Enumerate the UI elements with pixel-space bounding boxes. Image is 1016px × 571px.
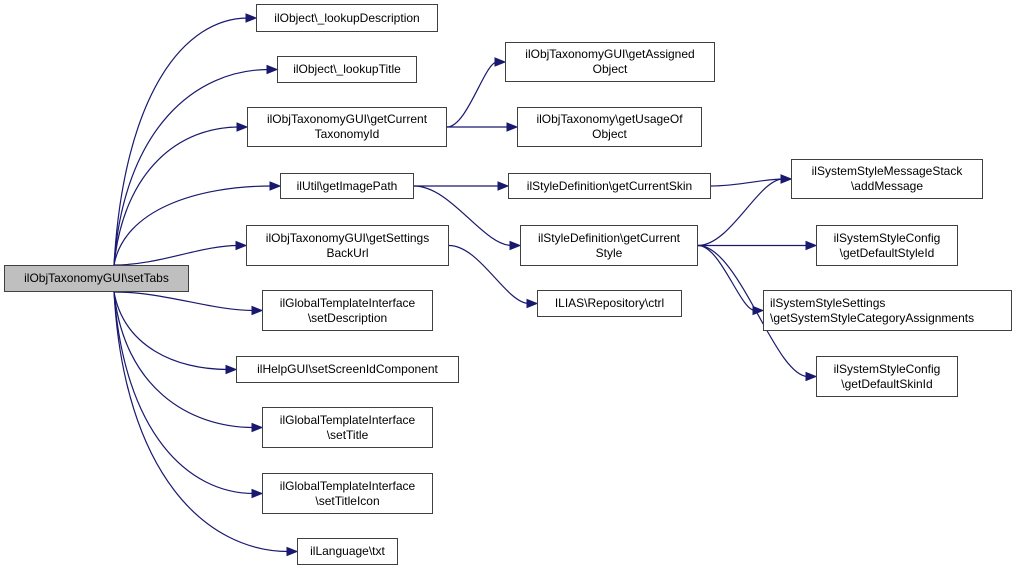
node-set-description[interactable]: ilGlobalTemplateInterface \setDescriptio…: [262, 290, 433, 331]
arrowhead-setTitleIcon: [251, 488, 264, 499]
arrowhead-getCurrentTaxonomyId: [236, 122, 249, 132]
node-txt[interactable]: ilLanguage\txt: [297, 538, 398, 565]
node-repository-ctrl[interactable]: ILIAS\Repository\ctrl: [537, 290, 682, 317]
node-get-image-path[interactable]: ilUtil\getImagePath: [280, 173, 414, 199]
edge-root-getSettingsBackUrl: [113, 244, 239, 266]
node-get-usage-of-object[interactable]: ilObjTaxonomy\getUsageOf Object: [517, 107, 702, 147]
edge-root-getCurrentTaxonomyId: [113, 126, 240, 266]
node-get-system-style-category-assignments[interactable]: ilSystemStyleSettings \getSystemStyleCat…: [763, 290, 1012, 331]
edge-getCurrentSkin-addMessage: [710, 178, 784, 187]
arrowhead-setScreenIdComponent: [225, 364, 238, 375]
arrowhead-getImagePath: [269, 181, 282, 191]
edge-root-getImagePath: [113, 185, 273, 266]
node-get-current-taxonomy-id[interactable]: ilObjTaxonomyGUI\getCurrent TaxonomyId: [247, 107, 447, 147]
node-get-settings-back-url[interactable]: ilObjTaxonomyGUI\getSettings BackUrl: [246, 225, 449, 266]
node-lookup-description[interactable]: ilObject\_lookupDescription: [256, 4, 438, 32]
node-root[interactable]: ilObjTaxonomyGUI\setTabs: [4, 265, 189, 292]
node-set-screen-id-component[interactable]: ilHelpGUI\setScreenIdComponent: [236, 356, 459, 383]
arrowhead-getDefaultSkinId: [805, 371, 818, 382]
edge-root-lookupTitle: [113, 68, 270, 266]
arrowhead-getCurrentSkin: [497, 181, 510, 191]
arrowhead-getSettingsBackUrl: [235, 240, 248, 251]
arrowhead-getCurrentStyle: [509, 240, 522, 251]
edge-root-txt: [113, 291, 290, 553]
arrowhead-getUsageOfObject: [506, 122, 519, 132]
arrowhead-txt: [286, 546, 299, 557]
node-get-default-style-id[interactable]: ilSystemStyleConfig \getDefaultStyleId: [816, 225, 958, 266]
node-get-current-style[interactable]: ilStyleDefinition\getCurrent Style: [520, 225, 698, 266]
node-set-title-icon[interactable]: ilGlobalTemplateInterface \setTitleIcon: [262, 473, 433, 514]
node-lookup-title[interactable]: ilObject\_lookupTitle: [277, 56, 417, 83]
edge-getCurrentStyle-getDefaultSkinId: [697, 244, 809, 378]
node-add-message[interactable]: ilSystemStyleMessageStack \addMessage: [791, 159, 983, 199]
edge-getImagePath-getCurrentStyle: [413, 185, 513, 247]
arrowhead-getSystemStyleCategoryAssignments: [752, 305, 765, 316]
arrowhead-lookupDescription: [245, 13, 258, 23]
arrowhead-setDescription: [251, 305, 264, 316]
node-get-default-skin-id[interactable]: ilSystemStyleConfig \getDefaultSkinId: [816, 356, 958, 397]
edge-getCurrentStyle-getSystemStyleCategoryAssignments: [697, 244, 756, 312]
edge-root-lookupDescription: [113, 17, 249, 266]
edge-root-setScreenIdComponent: [113, 291, 229, 371]
edge-getCurrentTaxonomyId-getAssignedObject: [446, 61, 498, 128]
node-set-title[interactable]: ilGlobalTemplateInterface \setTitle: [262, 407, 433, 448]
edge-root-setTitle: [113, 291, 255, 429]
edge-getCurrentStyle-addMessage: [697, 178, 784, 247]
edge-root-setTitleIcon: [113, 291, 255, 495]
edge-getSettingsBackUrl-repositoryCtrl: [448, 244, 530, 305]
arrowhead-repositoryCtrl: [526, 298, 539, 309]
edge-root-setDescription: [113, 291, 255, 312]
arrowhead-addMessage: [780, 174, 793, 184]
arrowhead-getAssignedObject: [494, 57, 507, 67]
node-get-assigned-object[interactable]: ilObjTaxonomyGUI\getAssigned Object: [505, 42, 715, 82]
arrowhead-getDefaultStyleId: [805, 240, 818, 251]
node-get-current-skin[interactable]: ilStyleDefinition\getCurrentSkin: [508, 173, 711, 199]
arrowhead-lookupTitle: [266, 64, 279, 75]
arrowhead-setTitle: [251, 422, 264, 433]
